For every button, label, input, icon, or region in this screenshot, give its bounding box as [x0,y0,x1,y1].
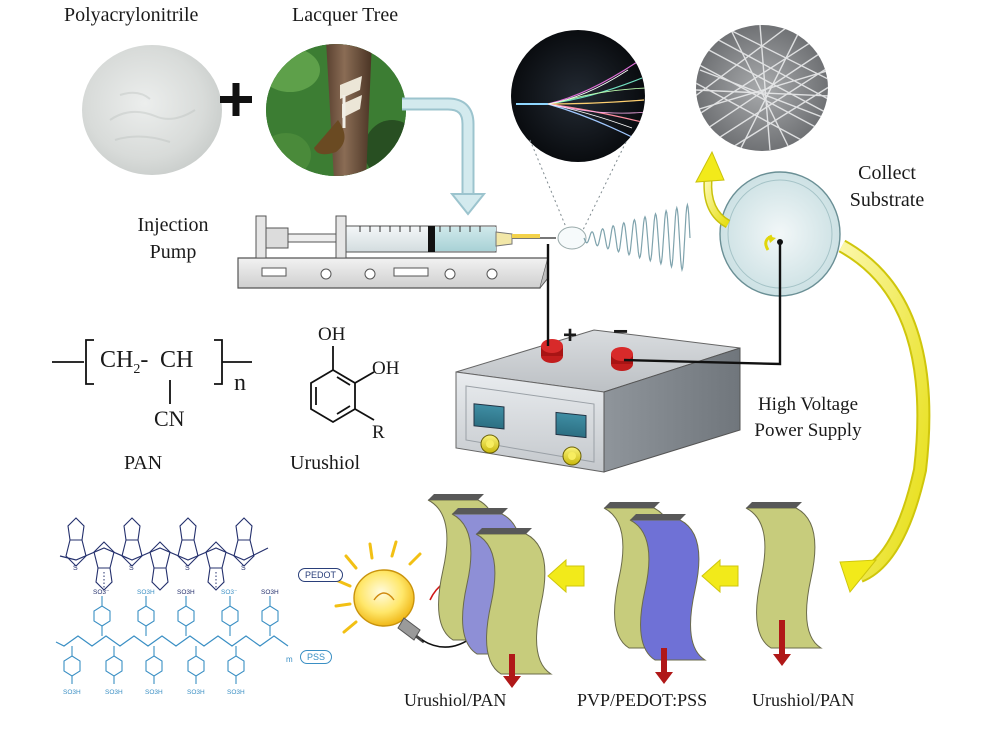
zoom-lines [529,139,627,233]
so3h-label: SO3H [145,689,163,696]
middle-layer-arrow [655,648,673,684]
positive-terminal [541,339,563,363]
injection-pump [237,215,556,289]
feed-arrow [402,97,487,216]
pedot-tag: PEDOT [298,568,344,582]
taylor-cone-jet-image [511,30,645,162]
spinning-jet [557,202,691,273]
high-voltage-power-supply [455,329,741,473]
pedot-unit [93,541,115,591]
pedot-unit [149,541,171,591]
pan-structure-lines [52,339,252,404]
pss-lower-ring: SO3H [63,646,81,696]
injection-pump-label-line2: Pump [149,241,197,263]
so3h-label: SO3H [187,689,205,696]
sulfur-label: S [241,565,246,572]
urushiol-r: R [372,422,385,443]
pss-lower-ring: SO3H [227,646,245,696]
so3h-label: SO3H [63,689,81,696]
pan-ch2-subscript: 2 [133,361,141,377]
negative-sign: − [613,316,629,346]
power-supply-label-line1: High Voltage [757,394,859,415]
pss-lower-ring: SO3H [145,646,163,696]
collect-substrate-label-line1: Collect [858,162,916,184]
first-layer-sheet [745,502,823,649]
pan-ch2-text: CH [100,347,134,373]
sulfur-label: S [185,565,190,572]
high-voltage-cables [546,242,782,366]
nanofiber-sem-image [696,25,828,151]
process-arrow-down [838,239,931,594]
polyacrylonitrile-powder-image [82,45,222,175]
pss-backbone [55,635,289,647]
pan-cn-text: CN [154,406,185,431]
pedot-unit: S [177,517,199,572]
sulfur-label: S [73,565,78,572]
plus-icon [220,83,252,116]
injection-pump-label: Injection Pump [118,214,228,264]
lacquer-tree-image [266,44,406,176]
middle-layer-front-sheet [629,514,707,661]
pss-upper-ring: SO3⁻ [93,589,111,636]
pedot-unit: S [233,517,255,572]
pedot-pss-structure: S S S Sm SO3⁻ SO3H SO3H SO3⁻ SO3H SO3H SO3H SO3H SO3… [55,517,293,696]
layer-stacks [427,494,823,688]
pss-lower-ring: SO3H [105,646,123,696]
collect-substrate-label: Collect Substrate [832,162,942,212]
injection-pump-label-line1: Injection [137,214,209,236]
final-layer-label: Urushiol/PAN [404,690,507,710]
so3-group-label: SO3H [177,589,195,596]
pss-upper-ring: SO3H [261,589,279,636]
pan-n-text: n [234,370,246,396]
pan-dash-text: - [140,347,149,373]
final-layer-arrow [503,654,521,688]
lacquer-tree-label: Lacquer Tree [292,4,399,26]
final-layer-front-sheet [475,528,553,675]
stack-arrow-1 [547,558,585,594]
urushiol-oh2: OH [372,358,400,379]
so3-group-label: SO3H [261,589,279,596]
so3-group-label: SO3⁻ [93,589,110,596]
urushiol-oh1: OH [318,324,346,345]
middle-layer-label: PVP/PEDOT:PSS [577,690,708,710]
so3h-label: SO3H [227,689,245,696]
collect-arrow [695,150,731,228]
pss-lower-ring: SO3H [187,646,205,696]
urushiol-caption: Urushiol [290,452,360,474]
first-layer-arrow [773,620,791,666]
so3-group-label: SO3H [137,589,155,596]
pedot-unit: S [121,517,143,572]
pss-tag: PSS [300,650,333,664]
power-supply-label: High Voltage Power Supply [740,394,876,442]
positive-sign: + [563,322,578,349]
pss-m-label: m [286,655,293,664]
stack-arrow-2 [701,558,739,594]
collect-substrate-label-line2: Substrate [849,189,925,211]
urushiol-structure-lines [310,346,375,424]
so3-group-label: SO3⁻ [221,589,238,596]
pedot-unit [205,541,227,591]
pss-upper-ring: SO3⁻ [221,589,239,636]
polyacrylonitrile-label: Polyacrylonitrile [64,4,199,26]
pedot-unit: S [65,517,87,572]
pss-upper-ring: SO3H [137,589,155,636]
pan-ch-text: CH [160,347,194,373]
power-supply-label-line2: Power Supply [754,420,862,441]
pss-upper-ring: SO3H [177,589,195,636]
pan-ch2-group: CH2- [100,347,148,378]
first-layer-label: Urushiol/PAN [752,690,855,710]
sulfur-label: S [129,565,134,572]
pan-caption: PAN [124,452,163,474]
so3h-label: SO3H [105,689,123,696]
